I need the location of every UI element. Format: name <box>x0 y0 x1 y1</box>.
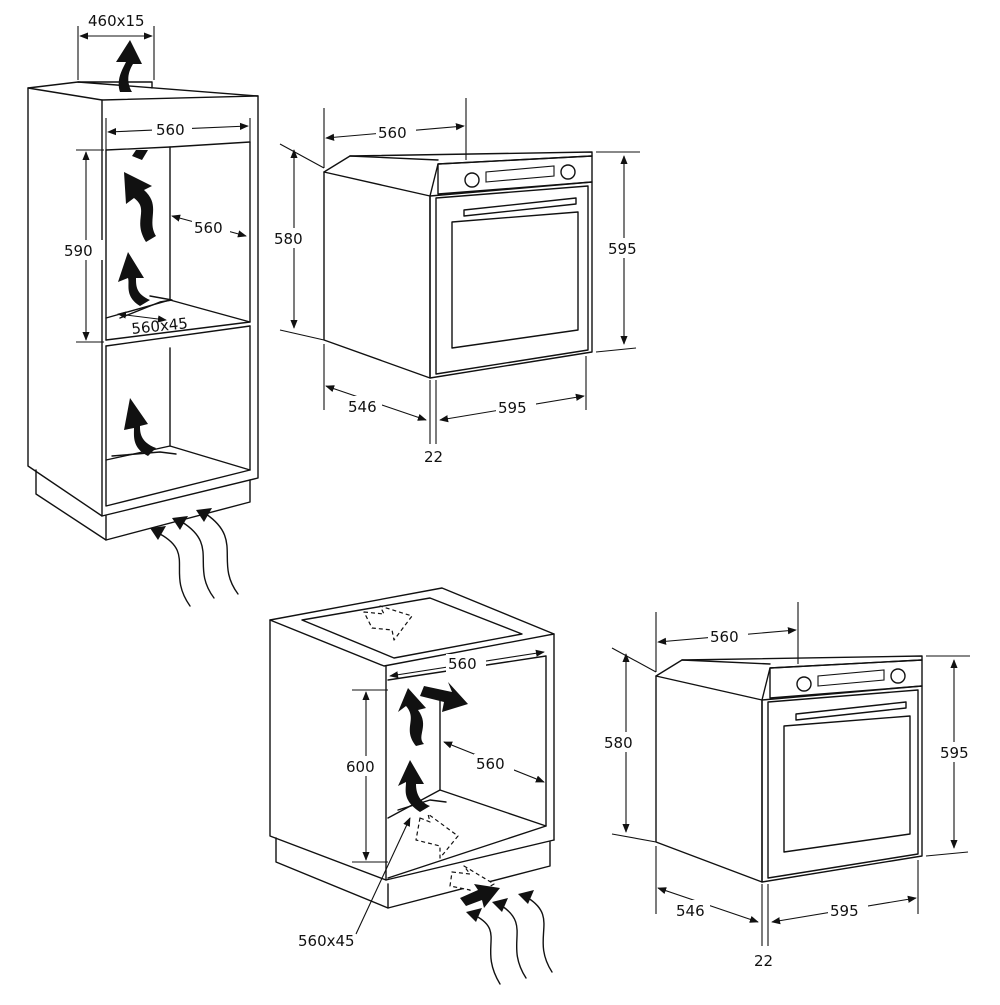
inlet-airflow-arrow-icon <box>415 813 459 859</box>
oven-bottom-front-height-label: 595 <box>940 744 969 762</box>
column-width-label: 560 <box>156 121 185 139</box>
knob-icon <box>464 172 480 188</box>
under-counter-vent-shelf-label: 560x45 <box>298 932 355 950</box>
oven-bottom <box>655 655 923 883</box>
under-counter-width-label: 560 <box>448 655 477 673</box>
knob-icon <box>560 164 576 180</box>
under-counter-depth-label: 560 <box>476 755 505 773</box>
air-flow-arrow-icon <box>124 398 156 456</box>
under-counter-airflow-arrows <box>363 605 553 985</box>
knob-icon <box>796 676 812 692</box>
under-counter-dimensions: 560 560 600 560x45 <box>298 649 545 950</box>
oven-top-dimensions: 560 580 595 546 595 22 <box>272 98 646 466</box>
oven-top-body-height-label: 580 <box>274 230 303 248</box>
air-flow-arrow-icon <box>118 252 150 306</box>
oven-top-front-width-label: 595 <box>498 399 527 417</box>
air-flow-arrow-icon <box>398 688 426 746</box>
air-flow-arrow-icon <box>398 760 430 812</box>
oven-bottom-depth-label: 560 <box>710 628 739 646</box>
column-dimensions: 460x15 560 560 590 560x45 <box>64 12 251 343</box>
air-flow-arrow-icon <box>124 172 156 242</box>
column-airflow-arrows <box>116 40 239 607</box>
air-intake-arrow-icon <box>460 884 500 908</box>
oven-top-depth-label: 560 <box>378 124 407 142</box>
oven-top-body-depth-label: 546 <box>348 398 377 416</box>
oven-bottom-body-height-label: 580 <box>604 734 633 752</box>
column-depth-label: 560 <box>194 219 223 237</box>
oven-bottom-body-depth-label: 546 <box>676 902 705 920</box>
hob-airflow-arrow-icon <box>363 605 413 641</box>
oven-top-front-height-label: 595 <box>608 240 637 258</box>
air-exit-arrow-icon <box>116 40 142 92</box>
oven-bottom-front-width-label: 595 <box>830 902 859 920</box>
oven-bottom-front-thickness-label: 22 <box>754 952 773 970</box>
knob-icon <box>890 668 906 684</box>
oven-top <box>323 151 593 379</box>
air-intake-arrow-icon <box>150 526 166 540</box>
column-height-label: 590 <box>64 242 93 260</box>
under-counter-cabinet <box>269 587 555 909</box>
oven-top-front-thickness-label: 22 <box>424 448 443 466</box>
under-counter-height-label: 600 <box>346 758 375 776</box>
vent-top-label: 460x15 <box>88 12 145 30</box>
column-vent-shelf-label: 560x45 <box>131 314 189 338</box>
oven-bottom-dimensions: 560 580 595 546 595 22 <box>602 602 978 970</box>
